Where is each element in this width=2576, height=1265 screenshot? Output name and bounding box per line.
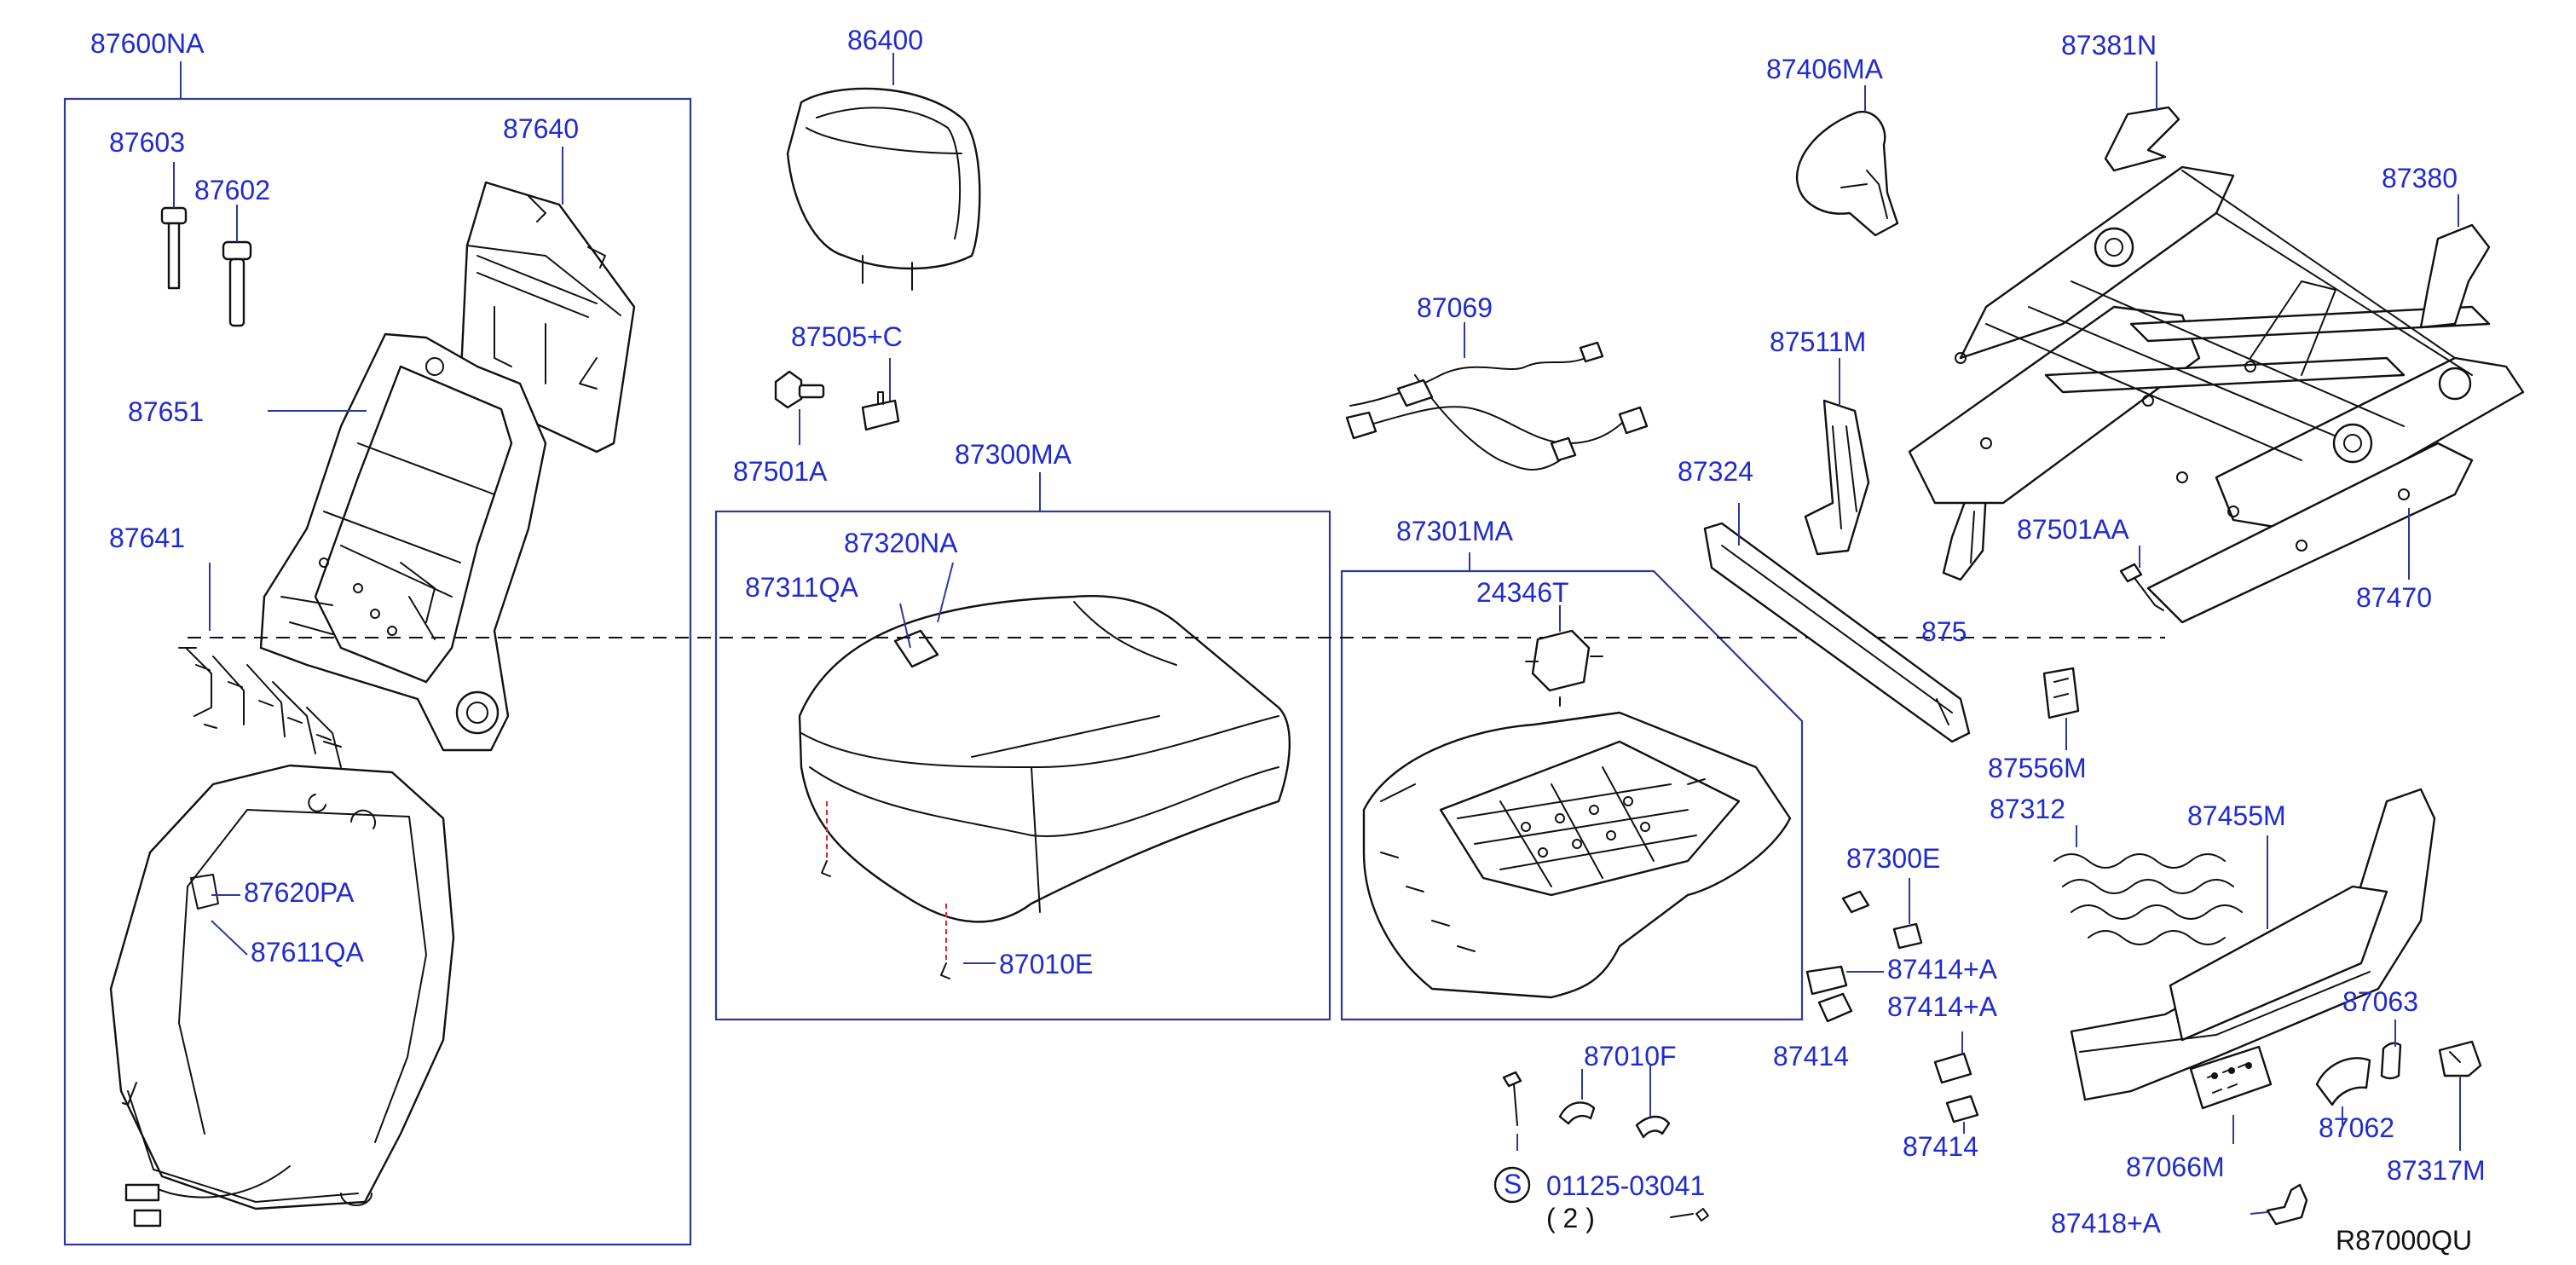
label-87380: 87380 <box>2382 163 2458 194</box>
headrest-86400-part <box>786 53 981 291</box>
switch-87066M-part <box>2189 1045 2273 1144</box>
seatback-frame-87651-part <box>259 332 547 752</box>
label-87010F: 87010F <box>1584 1041 1677 1071</box>
clip-87414-2-part <box>1945 1095 1979 1134</box>
wire-harness-87069-part <box>1345 322 1649 471</box>
label-87414-2: 87414 <box>1903 1131 1978 1162</box>
side-finisher-87455M-part <box>2070 788 2436 1101</box>
seat-frame-rails-87470-part <box>1908 165 2525 624</box>
clip-87556M-part <box>2042 667 2080 750</box>
diagram-code: R87000QU <box>2336 1225 2472 1256</box>
label-87311QA: 87311QA <box>745 572 859 603</box>
label-87455M: 87455M <box>2187 800 2286 831</box>
bolt-87602-part <box>222 205 252 327</box>
label-87620PA: 87620PA <box>244 877 355 908</box>
label-87301MA: 87301MA <box>1396 516 1514 546</box>
cover-87406MA-part <box>1796 85 1899 237</box>
label-87414A-1: 87414+A <box>1887 954 1998 985</box>
label-87505C: 87505+C <box>791 321 903 352</box>
seatback-trim-87620PA-part <box>109 764 455 1227</box>
label-87501AA: 87501AA <box>2017 514 2129 545</box>
label-87066M: 87066M <box>2126 1152 2225 1182</box>
label-87300MA: 87300MA <box>955 439 1072 470</box>
knob-87062-part <box>2315 1057 2371 1125</box>
label-87651: 87651 <box>128 396 204 427</box>
clips-87641-part <box>178 563 342 768</box>
label-87406MA: 87406MA <box>1766 54 1884 84</box>
label-87602: 87602 <box>194 175 270 205</box>
label-87640: 87640 <box>503 113 579 144</box>
clip-87414A-2-part <box>1933 1031 1972 1084</box>
label-87062: 87062 <box>2319 1112 2394 1143</box>
cover-87380-part <box>2419 194 2491 329</box>
cushion-assembly-box <box>714 510 1331 1021</box>
seat-cushion-87300MA-part <box>798 562 1291 979</box>
label-87069: 87069 <box>1417 292 1493 323</box>
label-875-partial: 875 <box>1921 616 1967 647</box>
spring-87312-part <box>2053 825 2243 945</box>
label-01125-03041: 01125-03041 <box>1546 1170 1705 1201</box>
knob-87063-part <box>2380 1020 2402 1080</box>
bracket-87511M-part <box>1804 358 1870 556</box>
label-87010E: 87010E <box>999 949 1093 979</box>
bolt-87501AA-part <box>2119 546 2164 611</box>
bracket-875-partial-part <box>1942 489 1988 581</box>
label-87511M: 87511M <box>1770 326 1866 357</box>
label-87641: 87641 <box>109 523 185 553</box>
label-87501A: 87501A <box>733 456 828 487</box>
bolt-01125-03041-part <box>1493 1071 1709 1222</box>
trim-87324-part <box>1703 503 1971 743</box>
label-87611QA: 87611QA <box>251 937 365 968</box>
label-87603: 87603 <box>109 127 185 158</box>
cover-87317M-part <box>2438 1040 2482 1151</box>
cushion-frame-87301MA-part <box>1362 711 1792 999</box>
label-87414A-2: 87414+A <box>1887 991 1998 1022</box>
label-87556M: 87556M <box>1988 753 2087 783</box>
label-87317M: 87317M <box>2387 1155 2486 1186</box>
label-87312: 87312 <box>1990 794 2065 824</box>
label-87381N: 87381N <box>2061 30 2157 61</box>
clips-87300E-part <box>1841 878 1923 950</box>
clip-87414A-1-part <box>1805 965 1884 996</box>
label-S: S <box>1504 1169 1522 1199</box>
label-87470: 87470 <box>2356 582 2432 613</box>
label-87600NA: 87600NA <box>90 28 205 59</box>
clip-87414-1-part <box>1817 992 1853 1023</box>
label-24346T: 24346T <box>1476 577 1569 608</box>
label-86400: 86400 <box>847 25 923 55</box>
label-87300E: 87300E <box>1846 843 1940 874</box>
label-qty-2: ( 2 ) <box>1546 1203 1595 1233</box>
label-87320NA: 87320NA <box>844 528 958 558</box>
label-87063: 87063 <box>2342 986 2418 1017</box>
seatback-assembly-box <box>63 97 692 1246</box>
sensor-24346T-part <box>1525 605 1603 707</box>
hooks-87010F-part <box>1558 1066 1671 1139</box>
label-87418A: 87418+A <box>2051 1208 2162 1239</box>
label-87414-1: 87414 <box>1773 1041 1849 1071</box>
clip-87418A-part <box>2250 1183 2308 1226</box>
clip-87505C-part <box>861 358 900 431</box>
bolt-87603-part <box>160 162 188 290</box>
label-87324: 87324 <box>1678 456 1753 487</box>
cover-87381N-part <box>2104 61 2180 172</box>
bolt-87501A-part <box>774 370 825 445</box>
cushion-frame-box <box>1340 569 1804 1021</box>
